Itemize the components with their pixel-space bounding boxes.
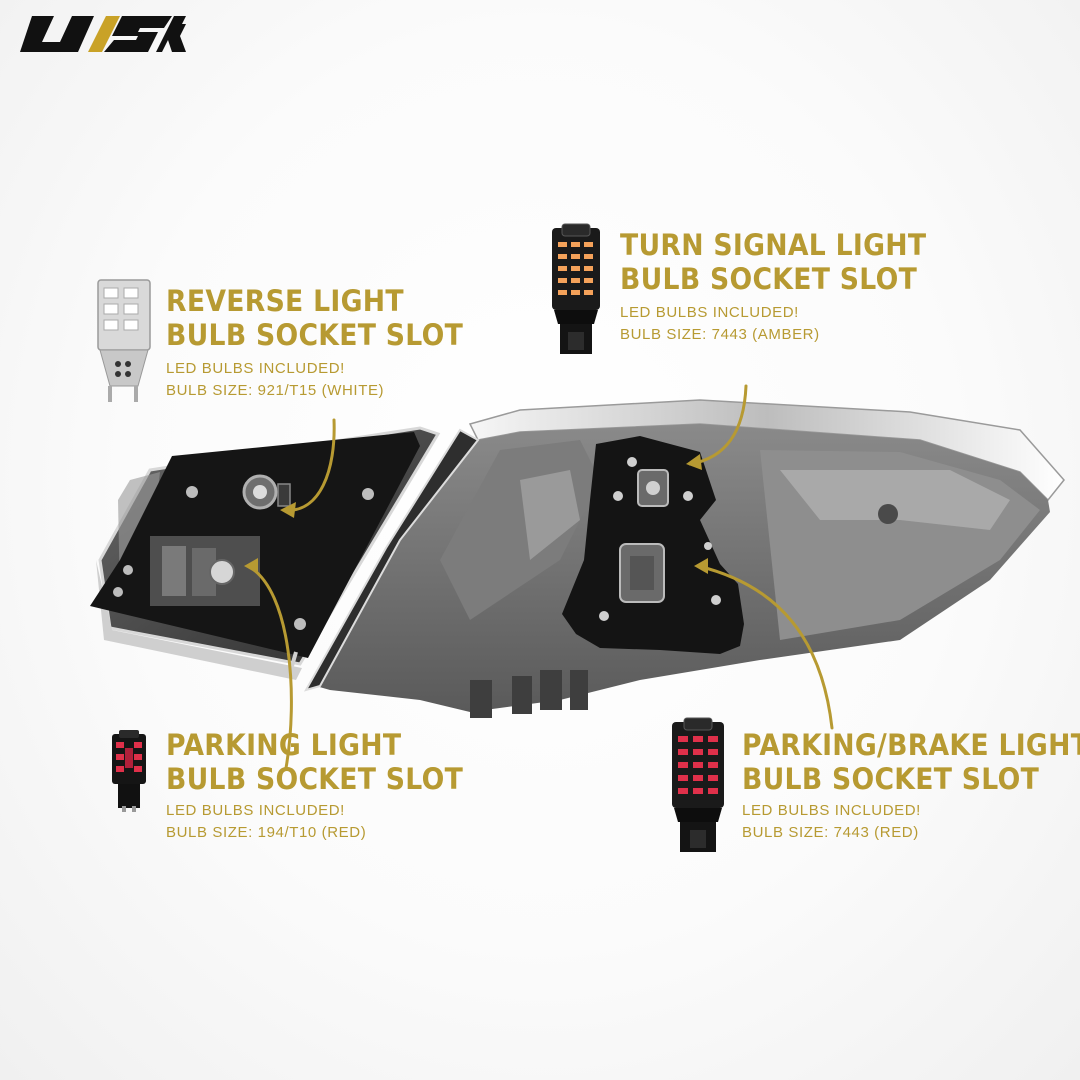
brake-bulb-size: BULB SIZE: 7443 (RED) bbox=[742, 824, 919, 841]
turn-title-line2: BULB SOCKET SLOT bbox=[620, 262, 918, 296]
amber-led-bulb-icon bbox=[550, 222, 602, 358]
parking-title-line1: PARKING LIGHT bbox=[166, 728, 402, 762]
pointer-arrowheads bbox=[244, 454, 708, 574]
red-led-bulb-icon bbox=[110, 728, 148, 814]
turn-bulb-size: BULB SIZE: 7443 (AMBER) bbox=[620, 326, 820, 343]
reverse-title-line1: REVERSE LIGHT bbox=[166, 284, 404, 318]
parking-bulb-size: BULB SIZE: 194/T10 (RED) bbox=[166, 824, 367, 841]
white-led-bulb-icon bbox=[94, 276, 154, 404]
reverse-title-line2: BULB SOCKET SLOT bbox=[166, 318, 464, 352]
left-housing bbox=[90, 426, 441, 680]
red-led-bulb-icon bbox=[670, 716, 726, 856]
parking-title-line2: BULB SOCKET SLOT bbox=[166, 762, 464, 796]
turn-title-line1: TURN SIGNAL LIGHT bbox=[620, 228, 927, 262]
parking-note: LED BULBS INCLUDED! bbox=[166, 802, 345, 819]
brake-title-line2: BULB SOCKET SLOT bbox=[742, 762, 1040, 796]
reverse-bulb-size: BULB SIZE: 921/T15 (WHITE) bbox=[166, 382, 385, 399]
turn-note: LED BULBS INCLUDED! bbox=[620, 304, 799, 321]
usr-logo bbox=[14, 12, 190, 58]
reverse-note: LED BULBS INCLUDED! bbox=[166, 360, 345, 377]
right-housing bbox=[303, 399, 1065, 718]
brake-note: LED BULBS INCLUDED! bbox=[742, 802, 921, 819]
brake-title-line1: PARKING/BRAKE LIGHT bbox=[742, 728, 1080, 762]
